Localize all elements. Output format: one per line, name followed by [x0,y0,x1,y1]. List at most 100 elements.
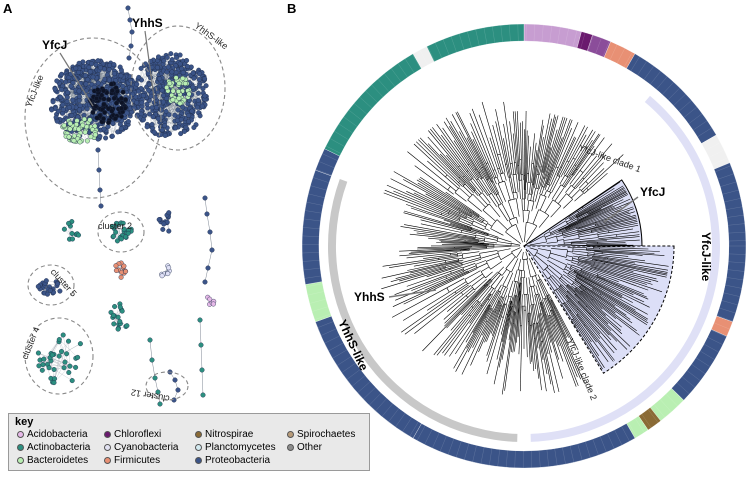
tree-branch [509,163,513,175]
tree-branch [503,304,508,318]
network-node [83,81,89,87]
tree-branch [580,284,627,316]
tree-branch [491,316,500,336]
network-node [209,247,215,253]
tree-branch [567,274,575,281]
tree-branch [482,300,499,336]
tree-branch [572,169,577,175]
tree-branch [496,176,500,184]
tree-branch [457,255,463,257]
ring-tick [592,439,599,456]
ring-tick [432,432,440,449]
tree-branch [414,294,464,334]
tree-branch [557,122,579,168]
tree-branch [440,241,472,244]
network-node [61,226,67,232]
network-node [90,74,96,80]
tree-branch [580,285,586,290]
tree-branch [456,284,469,294]
tree-branch [554,325,579,386]
network-edge [98,169,101,191]
network-node [197,113,203,119]
tree-branch [580,275,633,303]
network-node [190,84,196,90]
network-edge [97,149,100,171]
tree-branch [592,259,608,263]
sequence-similarity-network: YfcJ YhhS YfcJ-like YhhS-like cluster 2 … [20,5,230,407]
tree-branch [568,188,575,196]
tree-branch [549,175,558,193]
tree-branch [542,341,552,385]
tree-branch [515,162,518,175]
tree-branch [441,244,483,246]
network-edge [207,249,213,269]
tree-branch [465,218,474,223]
tree-branch [581,183,589,191]
tree-branch [476,284,488,297]
tree-branch [571,320,576,326]
ring-tick [667,87,681,101]
tree-branch [566,125,586,162]
tree-branch [487,162,495,179]
tree-branch [531,276,535,286]
network-node [174,55,180,61]
ycfj-like-cluster-outline [24,37,162,199]
tree-branch [532,257,544,271]
tree-branch [473,211,480,216]
tree-branch [479,287,493,303]
network-node [173,69,179,75]
tree-branch [487,279,492,285]
tree-branch [566,263,572,266]
ring-tick [314,313,331,320]
tree-branch [579,237,599,240]
network-node [77,103,83,109]
tree-branch [462,185,473,196]
tree-branch [514,162,516,175]
ring-tick [602,40,610,57]
tree-branch [445,176,459,189]
legend-swatch [287,431,294,438]
tree-branch [572,250,589,253]
tree-branch [514,306,519,352]
tree-branch [563,199,573,209]
tree-branch [428,130,459,168]
tree-branch [552,119,573,171]
ring-tick [569,445,575,463]
network-node [160,92,166,98]
tree-branch [534,304,539,323]
network-node [170,88,176,94]
network-node [177,52,183,58]
tree-branch [597,273,619,283]
tree-branch [481,192,491,204]
ring-tick [715,165,732,173]
tree-branch [507,301,512,317]
tree-branch [471,215,483,223]
tree-branch [445,117,480,173]
network-node [183,124,189,130]
ring-tick [464,443,470,460]
network-node [76,88,82,94]
network-node [162,123,168,129]
tree-branch [476,179,489,196]
tree-branch [604,277,644,295]
tree-branch [583,154,606,180]
tree-branch [501,323,513,395]
tree-branch [503,101,513,164]
tree-branch [470,216,483,224]
network-node [191,75,197,81]
ring-tick [659,399,672,413]
tree-branch [496,314,508,360]
tree-branch [566,255,573,258]
tree-branch [532,150,538,185]
tree-branch [506,296,510,305]
tree-branch [508,306,512,320]
tree-branch [481,101,498,156]
tree-branch [575,293,609,325]
tree-branch [529,258,537,276]
tree-branch [478,239,485,241]
network-node [55,108,61,114]
tree-branch [535,338,542,391]
tree-branch [580,270,597,279]
ring-tick [708,149,725,158]
